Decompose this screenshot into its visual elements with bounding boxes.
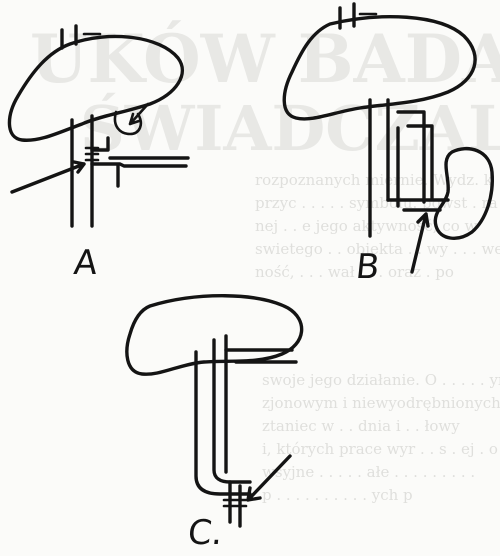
bleed-text-line: rozpoznanych miernie. Wydz. k <box>255 171 494 189</box>
panel-a-label: A <box>72 246 99 280</box>
panel-c-label: C. <box>186 516 224 550</box>
bleed-through-text: UKÓW BADAN ŚWIADCZALNY rozpoznanych mier… <box>30 20 500 504</box>
bleed-text-line: swoje jego działanie. O . . . . . ym <box>262 371 500 389</box>
panel-c-duct-outer <box>196 352 250 494</box>
bleed-title-line-2: ŚWIADCZALNY <box>80 92 500 165</box>
bleed-text-line: zjonowym i niewyodrębnionych . e <box>262 394 500 412</box>
bleed-text-line: ztaniec w . . dnia i . . łowy <box>262 417 460 435</box>
bleed-text-line: nej . . e jego aktywność, co w <box>255 217 478 235</box>
panel-b-label: B <box>354 250 381 284</box>
bleed-title-line-1: UKÓW BADAN <box>30 20 500 98</box>
bleed-text-line: przyc . . . . . symbolu. powst . ra <box>255 194 498 212</box>
panel-a-cystic-duct-lower <box>92 164 186 166</box>
panel-c-ligature <box>224 500 246 506</box>
bleed-text-line: wsyjne . . . . . ałe . . . . . . . . . <box>262 463 475 481</box>
bleed-text-line: p . . . . . . . . . . ych p <box>262 486 413 504</box>
bleed-text-line: i, których prace wyr . . s . ej . o <box>262 440 498 458</box>
